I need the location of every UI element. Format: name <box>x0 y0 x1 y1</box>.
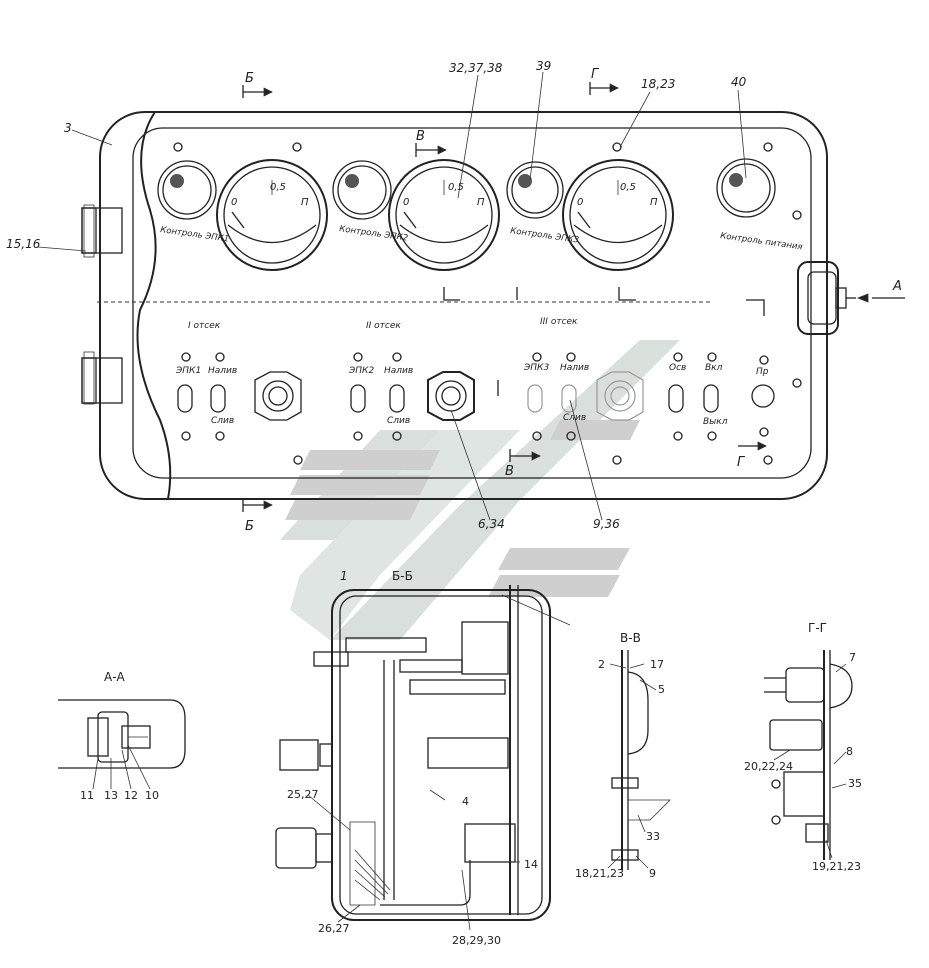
callout-39: 39 <box>536 59 551 73</box>
view-gg-label: 19,21,23 <box>812 860 861 873</box>
section-b-bottom: Б <box>245 519 254 534</box>
panel-outline <box>81 111 856 500</box>
naliv-label: Налив <box>560 363 589 373</box>
vykl-label: Выкл <box>703 417 728 427</box>
lamp-power <box>716 158 776 218</box>
view-vv-label: 2 <box>598 658 605 671</box>
osv-label: Осв <box>669 363 686 373</box>
view-bb-label: 14 <box>524 858 538 871</box>
vkl-label: Вкл <box>705 363 723 373</box>
switches <box>177 384 775 413</box>
callout-9-36: 9,36 <box>593 517 620 531</box>
compartment-3-label: III отсек <box>540 317 578 327</box>
lamp-epk1 <box>157 160 217 220</box>
naliv-label: Налив <box>384 366 413 376</box>
lamp-label-power: Контроль питания <box>720 231 804 252</box>
view-bb: Б-Б 25,27 4 14 26,27 28,29,30 <box>275 569 571 947</box>
view-vv-title: В-В <box>620 631 641 645</box>
view-gg: Г-Г 7 20,22,24 8 35 19,21,23 <box>744 621 862 873</box>
lamp-labels: Контроль ЭПК1 Контроль ЭПК2 Контроль ЭПК… <box>160 224 804 252</box>
callout-labels: 3 15,16 32,37,38 39 18,23 40 6,34 9,36 1 <box>6 59 747 583</box>
view-bb-label: 28,29,30 <box>452 934 501 947</box>
view-gg-label: 20,22,24 <box>744 760 793 773</box>
gauge-p-label: П <box>301 197 309 208</box>
section-b-top: Б <box>245 71 254 86</box>
gauge-p-label: П <box>477 197 485 208</box>
view-gg-label: 35 <box>848 777 862 790</box>
nut-valves <box>254 371 644 421</box>
epk3-label: ЭПК3 <box>523 363 549 373</box>
gauge-scales: 0 0,5 П 0 0,5 П 0 0,5 П <box>231 182 658 208</box>
view-gg-title: Г-Г <box>808 621 827 635</box>
section-v-bottom: В <box>505 464 514 479</box>
gauge-half-label: 0,5 <box>448 182 464 193</box>
gauge-3 <box>562 159 674 271</box>
lamp-label-epk3: Контроль ЭПК3 <box>510 226 580 246</box>
gauge-half-label: 0,5 <box>620 182 636 193</box>
view-bb-label: 4 <box>462 795 469 808</box>
section-g-bottom: Г <box>737 455 746 470</box>
sliv-label: Слив <box>211 416 234 426</box>
lamp-epk3 <box>506 161 564 219</box>
gauge-zero-label: 0 <box>231 197 237 208</box>
gauge-2 <box>388 159 500 271</box>
epk2-label: ЭПК2 <box>348 366 374 376</box>
view-bb-label: 25,27 <box>287 788 319 801</box>
sliv-label: Слив <box>387 416 410 426</box>
view-vv-label: 18,21,23 <box>575 867 624 880</box>
view-gg-label: 7 <box>849 651 856 664</box>
view-vv: В-В 2 17 5 33 18,21,23 9 <box>575 631 671 880</box>
compartment-2-label: II отсек <box>366 321 401 331</box>
section-v-top: В <box>416 129 425 144</box>
compartment-1-label: I отсек <box>188 321 221 331</box>
callout-32-37-38: 32,37,38 <box>449 61 503 75</box>
gauge-zero-label: 0 <box>577 197 583 208</box>
section-g-top: Г <box>591 67 600 82</box>
pr-label: Пр <box>756 367 769 377</box>
view-vv-label: 33 <box>646 830 660 843</box>
gauge-p-label: П <box>650 197 658 208</box>
section-a-right: А <box>892 279 902 294</box>
view-aa-label: 12 <box>124 789 138 802</box>
view-vv-label: 9 <box>649 867 656 880</box>
naliv-label: Налив <box>208 366 237 376</box>
view-vv-label: 5 <box>658 683 665 696</box>
view-vv-label: 17 <box>650 658 664 671</box>
callout-6-34: 6,34 <box>478 517 505 531</box>
view-aa-label: 11 <box>80 789 94 802</box>
watermark-logo <box>280 340 680 640</box>
callout-40: 40 <box>731 75 747 89</box>
gauge-zero-label: 0 <box>403 197 409 208</box>
view-gg-label: 8 <box>846 745 853 758</box>
lamp-epk2 <box>332 160 392 220</box>
callout-1: 1 <box>340 569 348 583</box>
gauge-half-label: 0,5 <box>270 182 286 193</box>
gauge-1 <box>216 159 328 271</box>
leader-lines <box>37 71 905 521</box>
view-bb-title: Б-Б <box>392 569 413 583</box>
callout-18-23: 18,23 <box>641 77 675 91</box>
view-aa-title: А-А <box>104 670 126 684</box>
view-bb-label: 26,27 <box>318 922 350 935</box>
callout-3: 3 <box>64 121 72 135</box>
view-aa-label: 10 <box>145 789 159 802</box>
view-aa-label: 13 <box>104 789 118 802</box>
callout-15-16: 15,16 <box>6 237 41 251</box>
view-aa: А-А 11 13 12 10 <box>58 670 186 802</box>
epk1-label: ЭПК1 <box>175 366 201 376</box>
section-letters: Б Б В В Г Г А <box>245 67 902 534</box>
